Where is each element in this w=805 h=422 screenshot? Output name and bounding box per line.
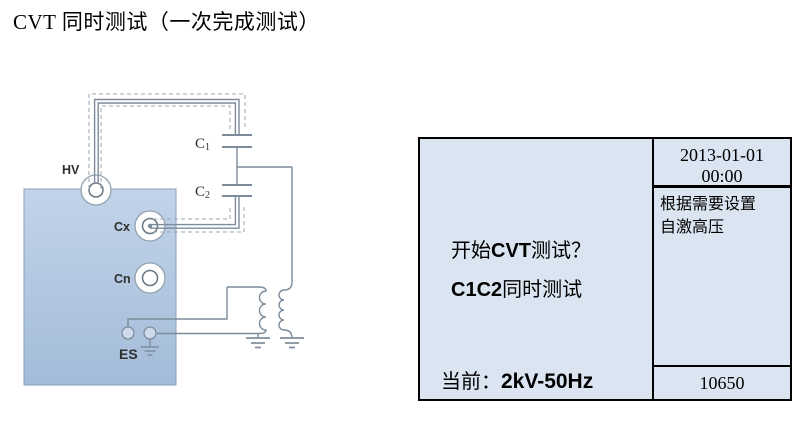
- page-title: CVT 同时测试（一次完成测试）: [13, 10, 320, 34]
- prompt-post: 测试？: [531, 240, 591, 262]
- c1-label-sub: 1: [205, 142, 210, 153]
- hint-line1: 根据需要设置: [660, 196, 757, 213]
- transformer-left-winding: [157, 286, 267, 335]
- screen-main-area: 开始CVT测试？ C1C2同时测试 当前：2kV-50Hz: [420, 139, 654, 399]
- current-value: 2kV-50Hz: [501, 370, 594, 393]
- current-setting-line: 当前：2kV-50Hz: [441, 365, 593, 394]
- current-label: 当前：: [441, 371, 501, 393]
- datetime-cell: 2013-01-01 00:00: [654, 139, 790, 188]
- prompt-emph: CVT: [491, 240, 531, 262]
- es-terminal-right: [143, 326, 157, 340]
- prompt-line: 开始CVT测试？: [451, 234, 591, 263]
- hint-line2: 自激高压: [660, 219, 725, 236]
- hv-cable-inner: [97, 102, 237, 184]
- transformer-right-winding: [278, 167, 293, 339]
- mode-post: 同时测试: [502, 279, 583, 301]
- cvt-wiring-diagram: HV Cx Cn ES C1 C2: [23, 93, 304, 386]
- code-text: 10650: [699, 372, 745, 393]
- time-text: 00:00: [701, 166, 743, 186]
- c1-label-base: C: [195, 136, 205, 152]
- capacitor-c1: [222, 134, 252, 148]
- cx-label: Cx: [114, 220, 130, 234]
- hint-cell: 根据需要设置 自激高压: [654, 188, 790, 367]
- capacitor-c2: [222, 184, 252, 197]
- ground-symbol-es: [141, 346, 159, 356]
- mode-emph: C1C2: [451, 279, 503, 301]
- cn-label: Cn: [114, 272, 131, 286]
- cn-terminal: [134, 262, 166, 294]
- es-terminal-left: [121, 326, 135, 340]
- es-label: ES: [119, 346, 138, 362]
- wires: [93, 98, 293, 347]
- screen-side-column: 2013-01-01 00:00 根据需要设置 自激高压 10650: [654, 139, 790, 399]
- c2-label-sub: 2: [205, 190, 210, 201]
- prompt-pre: 开始: [451, 240, 491, 262]
- cx-center-pin: [147, 223, 153, 229]
- cable-shield-dashed: [88, 93, 246, 233]
- cx-cable-lower: [150, 196, 240, 229]
- instrument-screen: 开始CVT测试？ C1C2同时测试 当前：2kV-50Hz 2013-01-01…: [418, 137, 792, 401]
- ground-symbol-right: [280, 337, 304, 349]
- mode-line: C1C2同时测试: [451, 273, 582, 302]
- code-cell: 10650: [654, 367, 790, 399]
- date-text: 2013-01-01: [680, 145, 764, 165]
- es-left-wire: [127, 287, 228, 327]
- hv-cable-outer: [93, 98, 240, 184]
- c2-label-base: C: [195, 184, 205, 200]
- hv-label: HV: [62, 163, 80, 177]
- cx-cable-upper: [150, 196, 237, 226]
- ground-symbol-left: [246, 337, 270, 349]
- c2-label: C2: [195, 184, 210, 201]
- hv-terminal: [80, 174, 112, 206]
- c1-label: C1: [195, 136, 210, 153]
